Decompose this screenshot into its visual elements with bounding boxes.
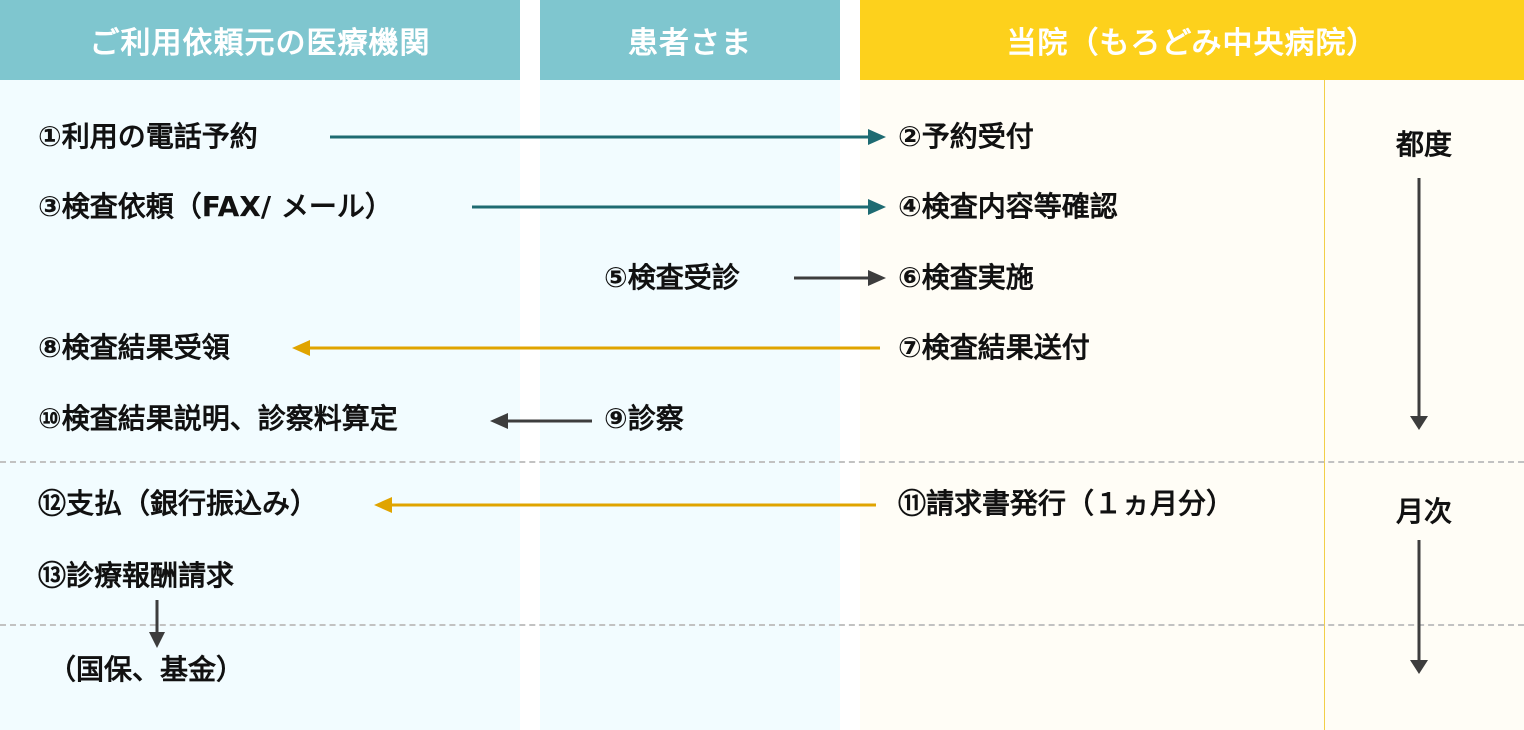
step-1-phone-reservation: ①利用の電話予約 [38, 120, 258, 153]
step-13-claim-target: （国保、基金） [48, 653, 245, 686]
frequency-divider [1324, 80, 1325, 730]
section-divider-bottom [0, 624, 1524, 626]
hospital-header: 当院（もろどみ中央病院） [860, 0, 1524, 80]
arrow-7-to-8 [292, 340, 880, 356]
hospital-lane [860, 0, 1524, 730]
step-6-exam-performed: ⑥検査実施 [898, 261, 1034, 294]
step-2-reservation-received: ②予約受付 [898, 120, 1034, 153]
arrow-monthly-down [1410, 540, 1428, 674]
section-divider-each-monthly [0, 461, 1524, 463]
step-11-invoice-issued: ⑪請求書発行（１ヵ月分） [898, 487, 1235, 520]
clinic-header: ご利用依頼元の医療機関 [0, 0, 520, 80]
arrow-13-down [149, 600, 165, 648]
step-10-results-explanation: ⑩検査結果説明、診察料算定 [38, 402, 398, 435]
arrow-each-time-down [1410, 178, 1428, 430]
arrow-1-to-2 [330, 129, 886, 145]
step-3-exam-request: ③検査依頼（FAX/ メール） [38, 190, 393, 223]
patient-lane [540, 0, 840, 730]
arrow-11-to-12 [374, 497, 876, 513]
step-5-exam-visit: ⑤検査受診 [604, 261, 740, 294]
step-8-results-received: ⑧検査結果受領 [38, 331, 230, 364]
patient-header: 患者さま [540, 0, 840, 80]
arrow-5-to-6 [794, 270, 886, 286]
arrow-9-to-10 [490, 413, 592, 429]
step-12-payment: ⑫支払（銀行振込み） [38, 487, 319, 520]
clinic-lane [0, 0, 520, 730]
step-4-exam-confirmation: ④検査内容等確認 [898, 190, 1118, 223]
step-7-results-sent: ⑦検査結果送付 [898, 331, 1090, 364]
frequency-each-time: 都度 [1395, 128, 1452, 161]
step-9-consultation: ⑨診察 [604, 402, 684, 435]
arrow-3-to-4 [472, 199, 886, 215]
frequency-monthly: 月次 [1395, 495, 1452, 528]
step-13-medical-fee-claim: ⑬診療報酬請求 [38, 559, 235, 592]
